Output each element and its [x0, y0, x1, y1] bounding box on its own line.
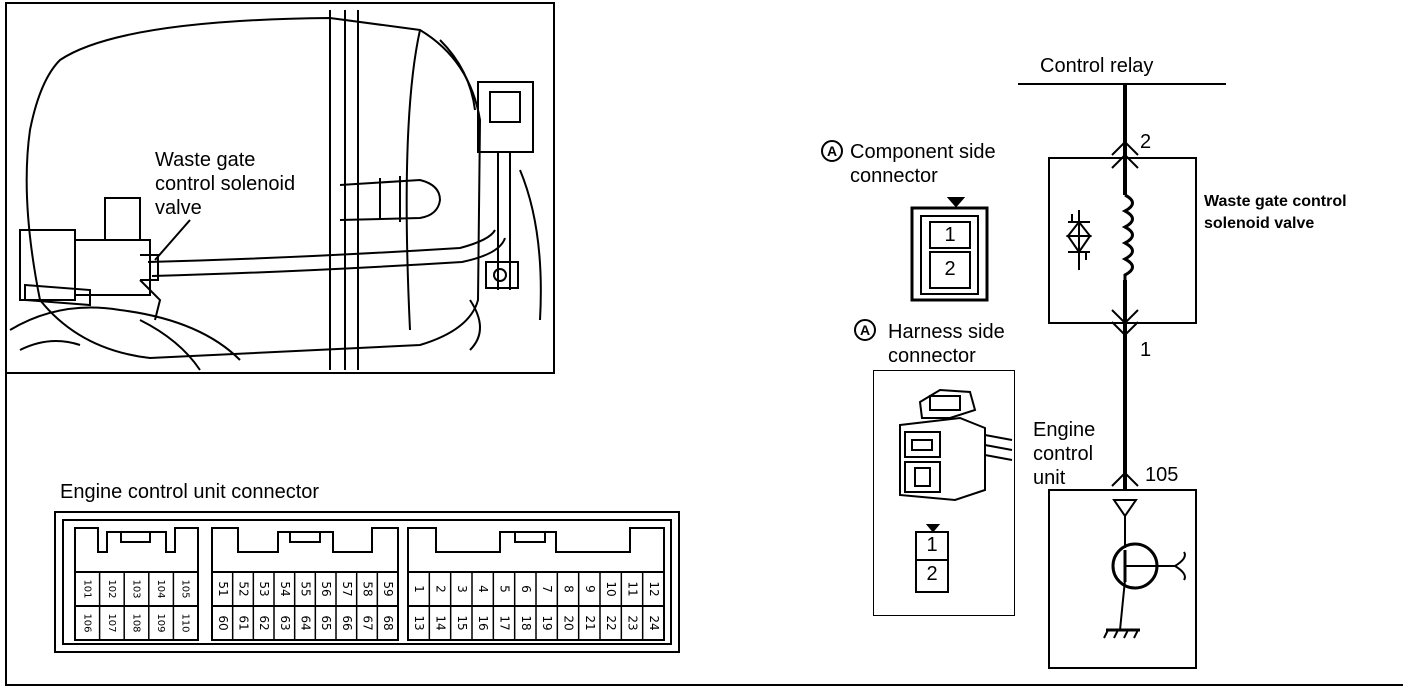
- pin-2-label: 2: [1140, 131, 1152, 153]
- ecu-pin-14: 14: [434, 615, 448, 630]
- ecu-pin-21: 21: [583, 615, 597, 630]
- ecu-pin-23: 23: [626, 615, 640, 630]
- ecu-label-line3: unit: [1033, 467, 1066, 489]
- ecu-pin-22: 22: [604, 615, 618, 630]
- control-relay-label: Control relay: [1040, 55, 1154, 77]
- ecu-pin-59: 59: [381, 581, 395, 596]
- ecu-pin-2: 2: [434, 585, 448, 593]
- ecu-pin-106: 106: [81, 613, 92, 632]
- ecu-pin-108: 108: [131, 613, 142, 632]
- ecu-pin-3: 3: [455, 585, 469, 593]
- ecu-pin-105: 105: [180, 579, 191, 598]
- ecu-pin-102: 102: [106, 579, 117, 598]
- ecu-label-line1: Engine: [1033, 419, 1096, 441]
- ecu-pin-109: 109: [155, 613, 166, 632]
- callout-line-3: valve: [155, 197, 202, 219]
- harness-connector-frame: [873, 370, 1015, 616]
- component-pin-1: 1: [944, 224, 956, 246]
- harness-pin-2: 2: [926, 563, 938, 585]
- callout-line-1: Waste gate: [155, 149, 256, 171]
- solenoid-label-line2: solenoid valve: [1204, 215, 1315, 232]
- bottom-divider: [5, 684, 1403, 686]
- pin-1-label: 1: [1140, 339, 1152, 361]
- ecu-pin-61: 61: [237, 615, 251, 630]
- ecu-pin-67: 67: [361, 615, 375, 630]
- ecu-pin-68: 68: [381, 615, 395, 630]
- ecu-pin-63: 63: [278, 615, 292, 630]
- ecu-pin-12: 12: [647, 581, 661, 596]
- ecu-pin-64: 64: [299, 615, 313, 630]
- ecu-pin-18: 18: [519, 615, 533, 630]
- ecu-pin-57: 57: [340, 581, 354, 596]
- ecu-pin-5: 5: [498, 585, 512, 593]
- component-label-line2: connector: [850, 165, 938, 187]
- component-pin-2: 2: [944, 258, 956, 280]
- ecu-pin-58: 58: [361, 581, 375, 596]
- harness-marker-letter: A: [859, 322, 871, 338]
- photo-panel: [5, 2, 555, 374]
- ecu-pin-1: 1: [412, 585, 426, 593]
- component-label-line1: Component side: [850, 141, 996, 163]
- ecu-pin-60: 60: [216, 615, 230, 630]
- ecu-pin-19: 19: [540, 615, 554, 630]
- solenoid-label-line1: Waste gate control: [1204, 193, 1347, 210]
- left-divider: [5, 374, 7, 686]
- ecu-pin-107: 107: [106, 613, 117, 632]
- ecu-pin-65: 65: [319, 615, 333, 630]
- ecu-pin-101: 101: [81, 579, 92, 598]
- ecu-pin-7: 7: [540, 585, 554, 593]
- ecu-pin-66: 66: [340, 615, 354, 630]
- ecu-pin-103: 103: [131, 579, 142, 598]
- ecu-pin-4: 4: [476, 585, 490, 593]
- ecu-pin-24: 24: [647, 615, 661, 630]
- ecu-pin-6: 6: [519, 585, 533, 593]
- harness-label-line1: Harness side: [888, 321, 1005, 343]
- callout-line-2: control solenoid: [155, 173, 296, 195]
- ecu-pin-11: 11: [626, 581, 640, 596]
- ecu-pin-16: 16: [476, 615, 490, 630]
- ecu-pin-9: 9: [583, 585, 597, 593]
- ecu-pin-110: 110: [180, 613, 191, 632]
- ecu-pin-10: 10: [604, 581, 618, 596]
- ecu-pin-105-label: 105: [1145, 464, 1179, 486]
- ecu-connector-title: Engine control unit connector: [60, 481, 320, 503]
- ecu-pin-54: 54: [278, 581, 292, 596]
- ecu-pin-13: 13: [412, 615, 426, 630]
- ecu-pin-62: 62: [257, 615, 271, 630]
- ecu-label-line2: control: [1033, 443, 1094, 465]
- ecu-pin-20: 20: [562, 615, 576, 630]
- ecu-pin-51: 51: [216, 581, 230, 596]
- component-marker-letter: A: [826, 143, 838, 159]
- ecu-pin-8: 8: [562, 585, 576, 593]
- ecu-pin-15: 15: [455, 615, 469, 630]
- harness-label-line2: connector: [888, 345, 976, 367]
- ecu-pin-104: 104: [155, 579, 166, 598]
- ecu-pin-55: 55: [299, 581, 313, 596]
- ecu-pin-17: 17: [498, 615, 512, 630]
- ecu-pin-56: 56: [319, 581, 333, 596]
- harness-pin-1: 1: [926, 534, 938, 556]
- ecu-pin-53: 53: [257, 581, 271, 596]
- ecu-pin-52: 52: [237, 581, 251, 596]
